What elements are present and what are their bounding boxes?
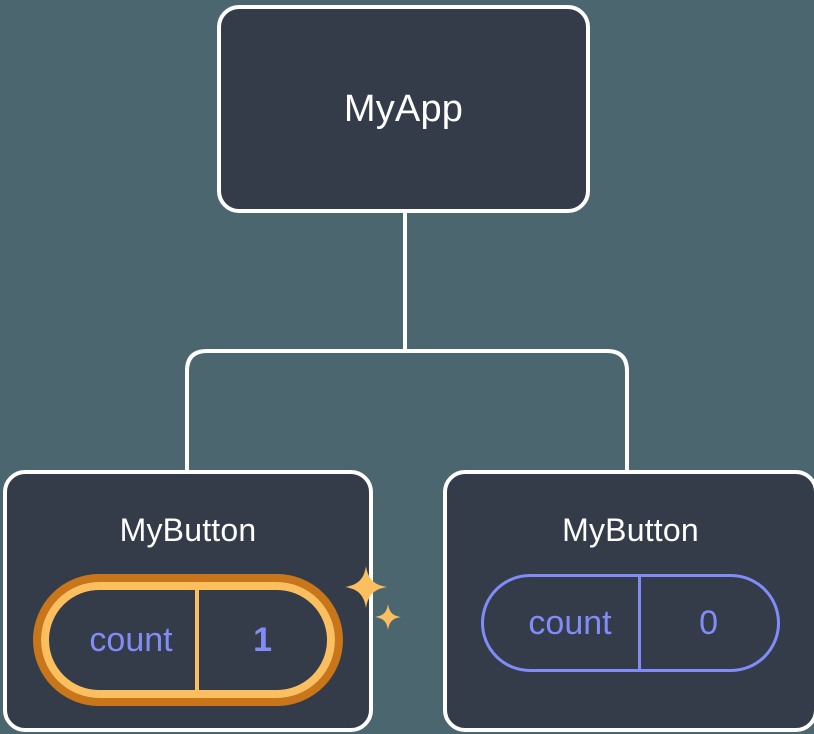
state-pill-left-key: count bbox=[49, 590, 199, 690]
state-pill-left-inner: count 1 bbox=[41, 582, 335, 698]
sparkle-small-icon bbox=[374, 604, 401, 630]
state-pill-right-value: 0 bbox=[699, 603, 719, 642]
node-myapp-title: MyApp bbox=[343, 88, 464, 130]
state-pill-left-value: 1 bbox=[253, 620, 273, 659]
sparkle-large-icon bbox=[344, 566, 387, 608]
state-pill-right-wrap: count 0 bbox=[481, 574, 780, 672]
node-myapp[interactable]: MyApp bbox=[217, 5, 590, 213]
state-pill-right-key: count bbox=[484, 577, 641, 669]
connector-branch-bar bbox=[185, 349, 629, 470]
state-pill-left[interactable]: count 1 bbox=[33, 574, 343, 706]
node-mybutton-left-title: MyButton bbox=[119, 512, 257, 548]
node-mybutton-right-title: MyButton bbox=[562, 512, 699, 548]
node-mybutton-left[interactable]: MyButton count 1 bbox=[3, 470, 401, 732]
node-mybutton-right[interactable]: MyButton count 0 bbox=[443, 470, 814, 732]
state-pill-left-wrap: count 1 bbox=[33, 566, 401, 706]
state-pill-right[interactable]: count 0 bbox=[481, 574, 780, 672]
